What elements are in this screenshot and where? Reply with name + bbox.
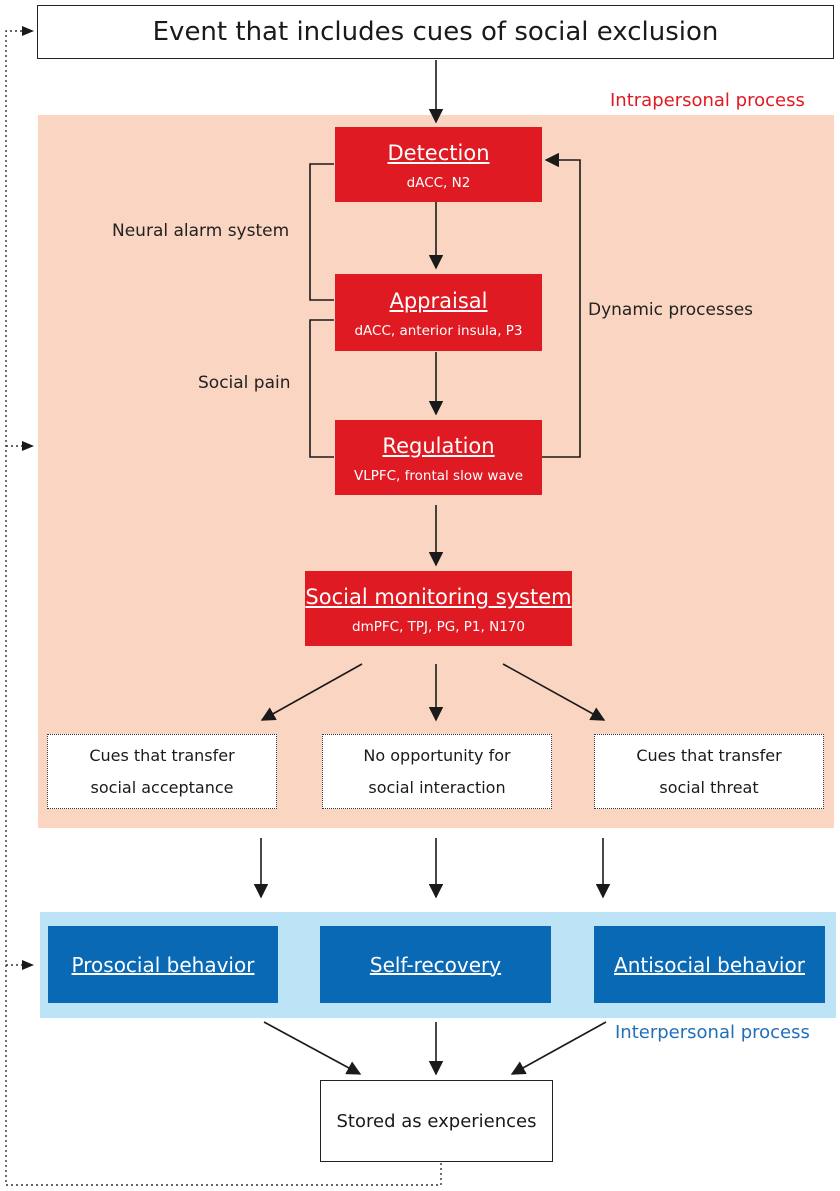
social-monitoring-title: Social monitoring system <box>305 584 572 609</box>
neural-alarm-bracket <box>309 163 334 301</box>
dynamic-feedback-loop <box>542 152 581 458</box>
arrow-prosocial-to-stored <box>263 1021 362 1075</box>
regulation-title: Regulation <box>382 433 495 458</box>
cue-acceptance-line1: Cues that transfer <box>89 745 235 765</box>
social-pain-label: Social pain <box>198 373 291 393</box>
antisocial-behavior-text: Antisocial behavior <box>614 952 805 977</box>
top-event-text: Event that includes cues of social exclu… <box>152 17 719 47</box>
stored-experiences-box: Stored as experiences <box>320 1080 553 1162</box>
appraisal-sub: dACC, anterior insula, P3 <box>354 322 523 339</box>
self-recovery-text: Self-recovery <box>369 952 502 977</box>
detection-box: Detection dACC, N2 <box>335 127 542 202</box>
regulation-sub: VLPFC, frontal slow wave <box>353 467 524 484</box>
antisocial-behavior-box: Antisocial behavior <box>594 926 825 1003</box>
self-recovery-box: Self-recovery <box>320 926 551 1003</box>
top-event-box: Event that includes cues of social exclu… <box>37 5 834 59</box>
arrow-monitoring-to-threat <box>502 663 606 721</box>
prosocial-behavior-box: Prosocial behavior <box>48 926 278 1003</box>
cue-box-acceptance: Cues that transfer social acceptance <box>47 734 277 809</box>
interpersonal-label: Interpersonal process <box>615 1022 810 1043</box>
social-monitoring-sub: dmPFC, TPJ, PG, P1, N170 <box>352 618 525 635</box>
appraisal-box: Appraisal dACC, anterior insula, P3 <box>335 274 542 351</box>
cue-box-threat: Cues that transfer social threat <box>594 734 824 809</box>
cue-threat-line1: Cues that transfer <box>636 745 782 765</box>
cue-no-opportunity-line1: No opportunity for <box>363 745 511 765</box>
dotted-feedback-main <box>5 30 442 1186</box>
social-pain-bracket <box>309 319 334 458</box>
social-monitoring-box: Social monitoring system dmPFC, TPJ, PG,… <box>305 571 572 646</box>
dotted-arrowhead-interpersonal <box>22 960 34 970</box>
cue-acceptance-line2: social acceptance <box>90 777 234 797</box>
appraisal-title: Appraisal <box>389 288 488 313</box>
arrow-monitoring-to-acceptance <box>260 663 363 721</box>
prosocial-behavior-text: Prosocial behavior <box>71 952 255 977</box>
cue-threat-line2: social threat <box>659 777 759 797</box>
cue-no-opportunity-line2: social interaction <box>368 777 506 797</box>
cue-box-no-opportunity: No opportunity for social interaction <box>322 734 552 809</box>
dynamic-processes-label: Dynamic processes <box>588 300 754 320</box>
dotted-arrowhead-intrapersonal <box>22 441 34 451</box>
detection-title: Detection <box>387 140 490 165</box>
detection-sub: dACC, N2 <box>406 174 471 191</box>
regulation-box: Regulation VLPFC, frontal slow wave <box>335 420 542 495</box>
stored-experiences-text: Stored as experiences <box>336 1110 537 1132</box>
dotted-arrowhead-event <box>22 26 34 36</box>
intrapersonal-label: Intrapersonal process <box>610 90 805 111</box>
neural-alarm-label: Neural alarm system <box>112 221 290 241</box>
arrow-antisocial-to-stored <box>510 1021 607 1075</box>
